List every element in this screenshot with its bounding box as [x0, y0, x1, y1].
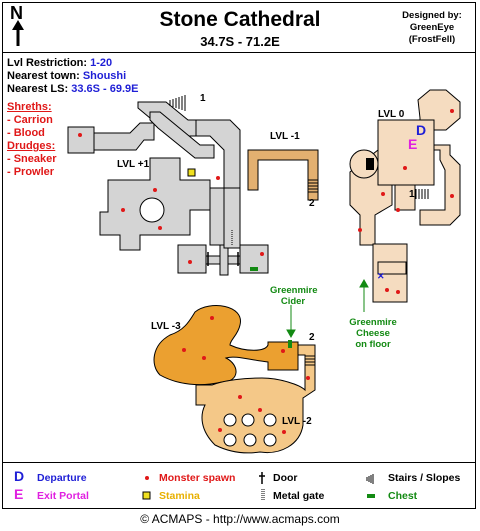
monster-spawn: [158, 226, 162, 230]
greenmire-cider-note: Greenmire Cider: [270, 285, 318, 307]
legend-departure-symbol: D: [14, 468, 25, 484]
connector-1-label: 1: [200, 93, 206, 104]
map-title: Stone Cathedral: [159, 8, 321, 31]
exit-portal-marker: E: [408, 136, 418, 152]
legend-exit-label: Exit Portal: [37, 490, 89, 502]
level-plus1-label: LVL +1: [117, 159, 150, 170]
level-0-stair-icon: [366, 158, 374, 170]
door-icon: [207, 252, 239, 266]
monster-spawn: [381, 192, 385, 196]
connector-1-label: 1: [409, 189, 415, 200]
monster-item: - Prowler: [7, 166, 55, 178]
level-0-label: LVL 0: [378, 109, 405, 120]
legend-chest-label: Chest: [388, 490, 418, 502]
legend-gate-label: Metal gate: [273, 490, 325, 502]
designer-server: (FrostFell): [408, 34, 456, 45]
monster-spawn: [216, 176, 220, 180]
nearest-lifestone: Nearest LS: 33.6S - 69.9E: [7, 83, 139, 95]
monster-spawn: [202, 356, 206, 360]
monster-spawn: [258, 408, 262, 412]
monster-spawn: [282, 430, 286, 434]
level-restriction: Lvl Restriction: 1-20: [7, 57, 113, 69]
level-minus2-pillars: [223, 413, 277, 447]
nearest-town-value: Shoushi: [82, 70, 127, 82]
level-minus3-label: LVL -3: [151, 321, 181, 332]
monster-spawns: [78, 109, 454, 434]
legend-stairs-label: Stairs / Slopes: [388, 472, 461, 484]
monster-spawn: [210, 316, 214, 320]
nearest-town: Nearest town: Shoushi: [7, 70, 127, 82]
legend-stairs-icon: [366, 474, 374, 484]
legend-door-icon: [259, 472, 265, 484]
copyright-footer: © ACMAPS - http://www.acmaps.com: [140, 512, 340, 526]
designer-name: GreenEye: [409, 22, 455, 33]
level-minus3-area: [153, 305, 299, 386]
level-plus1-area: [67, 101, 269, 276]
map-frame: [2, 2, 476, 509]
legend-departure-label: Departure: [37, 472, 87, 484]
legend-divider: [2, 462, 476, 463]
monster-spawn: [396, 208, 400, 212]
map-coordinates: 34.7S - 71.2E: [200, 34, 280, 49]
monster-spawn: [281, 349, 285, 353]
chest-icon: [288, 340, 292, 348]
legend-stamina-icon: [142, 491, 151, 500]
connector-2-label: 2: [309, 198, 315, 209]
greenmire-cheese-note: Greenmire Cheese on floor: [349, 317, 397, 350]
designer-label: Designed by:: [402, 10, 462, 21]
legend-exit-symbol: E: [14, 486, 24, 502]
header-divider: [2, 52, 476, 53]
legend-monster-icon: [145, 476, 149, 480]
nearest-lifestone-value: 33.6S - 69.9E: [71, 83, 139, 95]
legend-chest-icon: [367, 494, 375, 498]
compass-arrow-icon: [12, 20, 24, 46]
monster-spawn: [121, 208, 125, 212]
level-minus1-area: [247, 149, 319, 201]
monster-spawn: [78, 133, 82, 137]
monster-list: Shreths: - Carrion - Blood Drudges: - Sn…: [7, 101, 57, 179]
stairs-icon: [415, 189, 429, 199]
monster-spawn: [218, 428, 222, 432]
level-minus2-label: LVL -2: [282, 416, 312, 427]
level-0-area: [349, 89, 461, 303]
legend-stamina-label: Stamina: [159, 490, 200, 502]
monster-spawn: [153, 188, 157, 192]
departure-marker: D: [416, 122, 427, 138]
legend-monster-label: Monster spawn: [159, 472, 236, 484]
connector-2-label: 2: [309, 332, 315, 343]
compass-north-label: N: [10, 3, 23, 23]
stamina-icon: [187, 168, 196, 177]
level-plus1-pit: [139, 197, 165, 223]
stairs-icon: [305, 355, 315, 366]
level-restriction-value: 1-20: [90, 57, 113, 69]
monster-spawn: [238, 395, 242, 399]
monster-spawn: [182, 348, 186, 352]
chest-icon: [250, 267, 258, 271]
departure-cross-icon: ✕: [377, 271, 385, 281]
monster-item: - Carrion: [7, 114, 53, 126]
monster-spawn: [403, 166, 407, 170]
monster-group-drudges: Drudges:: [7, 140, 56, 152]
legend-gate-icon: [261, 489, 265, 501]
monster-spawn: [358, 228, 362, 232]
monster-spawn: [306, 376, 310, 380]
monster-spawn: [450, 194, 454, 198]
level-minus1-label: LVL -1: [270, 131, 300, 142]
monster-item: - Sneaker: [7, 153, 57, 165]
stairs-icon: [169, 95, 186, 111]
monster-spawn: [260, 252, 264, 256]
monster-group-shreths: Shreths:: [7, 101, 52, 113]
monster-spawn: [385, 288, 389, 292]
annotation-arrow-icon: [286, 278, 369, 339]
legend-door-label: Door: [273, 472, 298, 484]
monster-spawn: [450, 109, 454, 113]
monster-spawn: [188, 260, 192, 264]
stairs-icon: [308, 179, 318, 193]
monster-item: - Blood: [7, 127, 45, 139]
designer-credit: Designed by: GreenEye (FrostFell): [392, 10, 472, 46]
monster-spawn: [396, 290, 400, 294]
level-minus2-area: [195, 344, 316, 454]
